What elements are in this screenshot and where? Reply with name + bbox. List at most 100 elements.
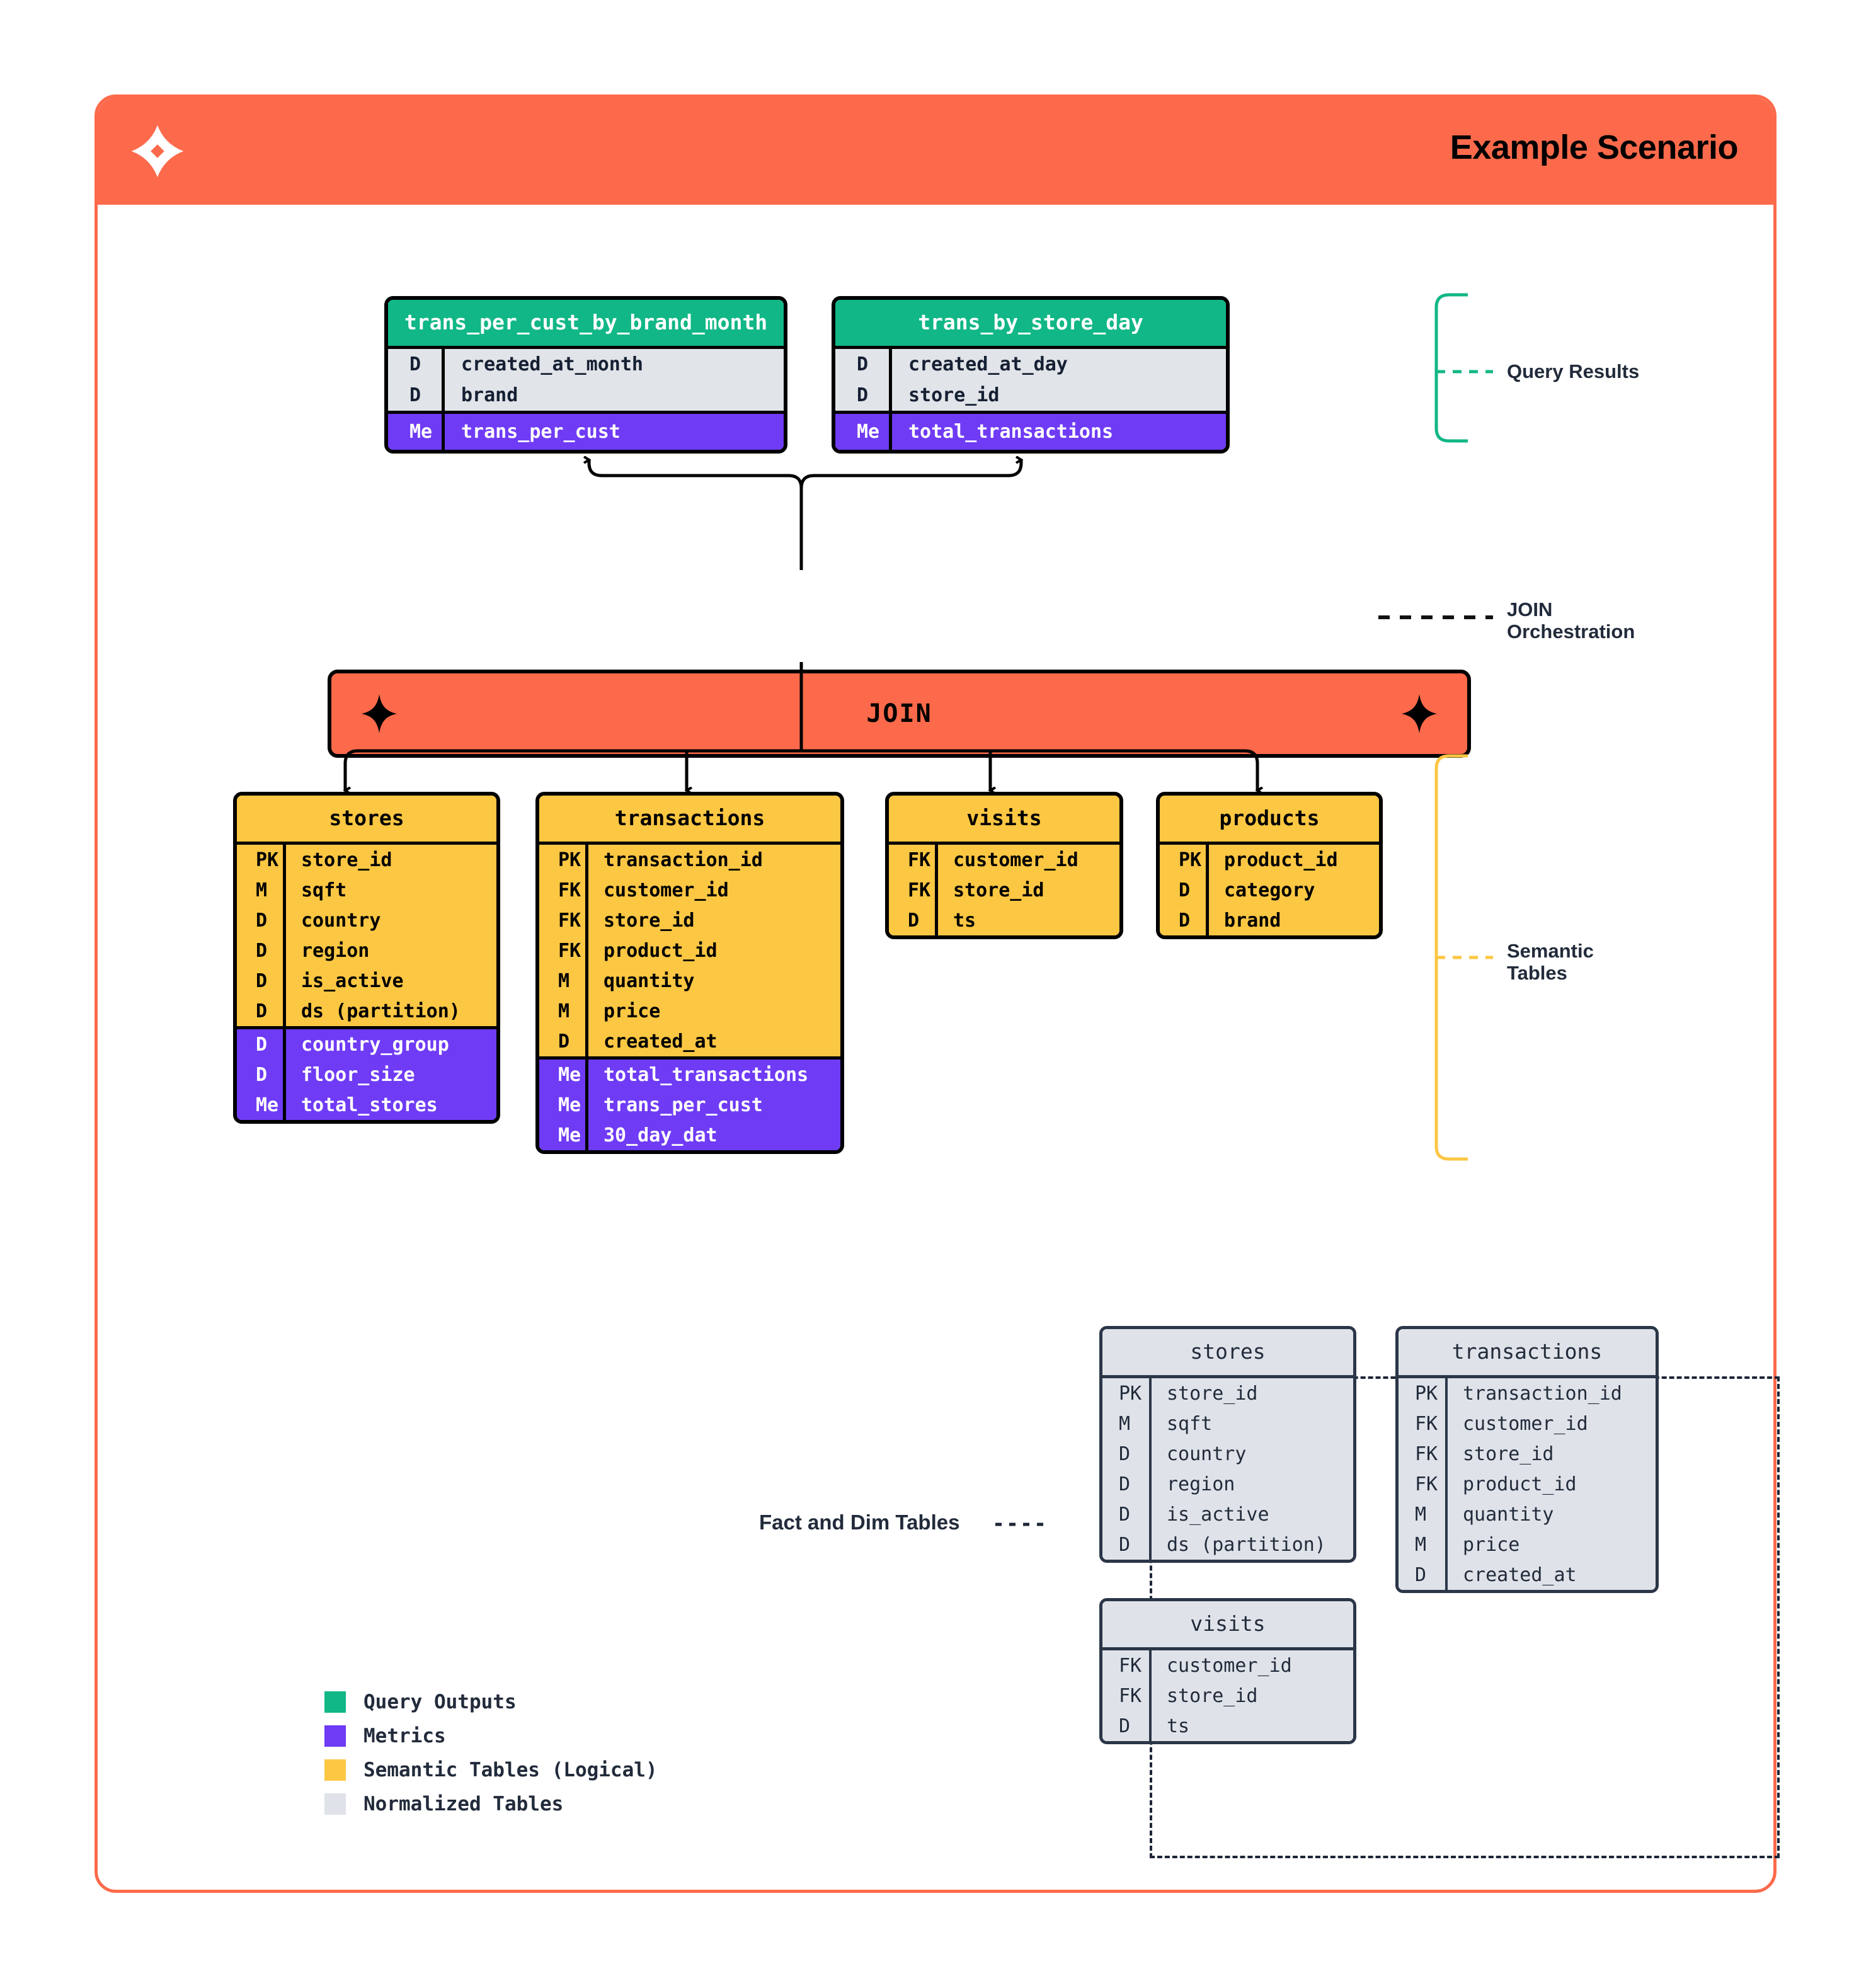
row-value: created_at_day bbox=[908, 353, 1068, 375]
row-value: created_at bbox=[604, 1030, 718, 1053]
row-value: total_stores bbox=[301, 1094, 438, 1116]
row-key: PK bbox=[1102, 1378, 1152, 1408]
row-key: D bbox=[237, 905, 286, 935]
row-key: FK bbox=[1399, 1439, 1448, 1469]
legend-swatch bbox=[324, 1793, 346, 1815]
row-key: D bbox=[388, 349, 445, 380]
table-title: trans_by_store_day bbox=[835, 300, 1226, 346]
row-value: sqft bbox=[301, 879, 347, 901]
legend-swatch bbox=[324, 1759, 346, 1781]
annotation-join-orchestration: JOIN Orchestration bbox=[1507, 598, 1635, 643]
row-value: store_id bbox=[908, 384, 1000, 406]
legend-swatch bbox=[324, 1691, 346, 1713]
legend-label: Query Outputs bbox=[363, 1691, 517, 1713]
row-value: store_id bbox=[604, 909, 695, 932]
row-value: category bbox=[1224, 879, 1315, 901]
row-value: trans_per_cust bbox=[461, 421, 621, 443]
sparkle-icon bbox=[1402, 694, 1437, 733]
row-key: PK bbox=[1399, 1378, 1448, 1408]
legend-label: Metrics bbox=[363, 1725, 446, 1747]
row-value: product_id bbox=[1463, 1473, 1577, 1495]
row-value: total_transactions bbox=[604, 1063, 809, 1086]
row-key: D bbox=[388, 380, 445, 411]
join-orchestration-bar[interactable]: JOIN bbox=[328, 670, 1471, 758]
row-value: price bbox=[1463, 1533, 1520, 1556]
row-value: customer_id bbox=[953, 848, 1079, 871]
annotation-join-line1: JOIN bbox=[1507, 598, 1553, 620]
row-value: product_id bbox=[604, 939, 718, 962]
table-title: trans_per_cust_by_brand_month bbox=[388, 300, 784, 346]
row-key: Me bbox=[539, 1120, 588, 1150]
row-key: D bbox=[539, 1026, 588, 1056]
row-key: D bbox=[1160, 875, 1209, 905]
row-value: country bbox=[1167, 1442, 1247, 1465]
legend-swatch bbox=[324, 1725, 346, 1747]
legend-item: Semantic Tables (Logical) bbox=[324, 1753, 658, 1787]
row-value: ds (partition) bbox=[1167, 1533, 1326, 1556]
legend-label: Semantic Tables (Logical) bbox=[363, 1759, 658, 1781]
page-title: Example Scenario bbox=[1450, 129, 1739, 166]
row-key: PK bbox=[237, 845, 286, 875]
row-value: quantity bbox=[1463, 1503, 1554, 1526]
row-key: D bbox=[1102, 1499, 1152, 1529]
table-title: visits bbox=[1102, 1601, 1353, 1650]
row-value: country_group bbox=[301, 1033, 449, 1056]
row-value: created_at bbox=[1463, 1563, 1577, 1586]
row-value: brand bbox=[1224, 909, 1281, 932]
table-title: transactions bbox=[539, 796, 840, 845]
annotation-semantic-tables: Semantic Tables bbox=[1507, 940, 1594, 985]
row-key: D bbox=[889, 905, 938, 935]
row-key: D bbox=[237, 1060, 286, 1090]
row-value: store_id bbox=[301, 848, 392, 871]
row-key: D bbox=[1102, 1529, 1152, 1560]
row-key: FK bbox=[1399, 1408, 1448, 1439]
row-key: FK bbox=[1102, 1681, 1152, 1711]
row-key: FK bbox=[1102, 1650, 1152, 1681]
row-key: FK bbox=[539, 875, 588, 905]
row-value: customer_id bbox=[1167, 1654, 1292, 1677]
row-value: quantity bbox=[604, 969, 695, 992]
row-value: store_id bbox=[953, 879, 1044, 901]
row-value: region bbox=[301, 939, 370, 962]
row-key: M bbox=[237, 875, 286, 905]
row-value: store_id bbox=[1167, 1382, 1258, 1405]
legend-item: Query Outputs bbox=[324, 1685, 658, 1719]
